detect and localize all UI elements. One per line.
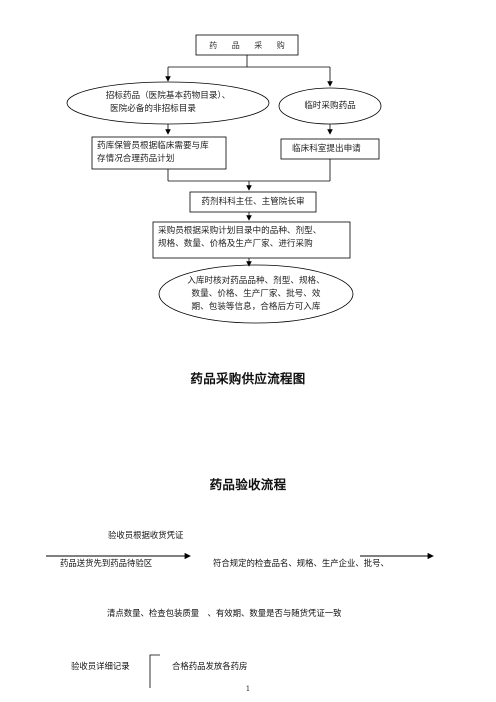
left-ellipse-label: 招标药品（医院基本药物目录）、 医院必备的非招标目录 xyxy=(70,90,266,116)
step4: 验收员详细记录 xyxy=(71,661,130,671)
right-rect-label: 临床科室提出申请 xyxy=(292,144,361,154)
inbound-line3: 期、包装等信息，合格后方可入库 xyxy=(191,302,321,312)
left-ellipse-line1: 招标药品（医院基本药物目录）、 xyxy=(105,91,231,101)
purchase-box-line1: 采购员根据采购计划目录中的品种、剂型、 xyxy=(158,226,322,236)
right-ellipse-label: 临时采购药品 xyxy=(304,101,356,111)
left-rect-line2: 存情况合理药品计划 xyxy=(97,154,175,164)
purchase-box-label: 采购员根据采购计划目录中的品种、剂型、 规格、数量、价格及生产厂家、进行采购 xyxy=(158,225,348,251)
left-ellipse-line2: 医院必备的非招标目录 xyxy=(110,104,196,114)
inbound-line1: 入库时核对药品品种、剂型、规格、 xyxy=(187,276,325,286)
top-box-label: 药 品 采 购 xyxy=(209,41,291,50)
approve-box-label: 药剂科科主任、主管院长审 xyxy=(201,197,305,207)
step-above: 验收员根据收货凭证 xyxy=(108,530,184,540)
step1: 药品送货先到药品待验区 xyxy=(60,558,153,568)
inbound-line2: 数量、价格、生产厂家、批号、效 xyxy=(191,289,321,299)
purchase-box xyxy=(152,221,351,259)
purchase-box-line2: 规格、数量、价格及生产厂家、进行采购 xyxy=(158,239,313,249)
inbound-ellipse-label: 入库时核对药品品种、剂型、规格、 数量、价格、生产厂家、批号、效 期、包装等信息… xyxy=(170,275,342,314)
step3: 清点数量、检查包装质量 、有效期、数量是否与随货凭证一致 xyxy=(107,608,342,618)
inbound-ellipse xyxy=(158,264,354,324)
approve-box xyxy=(189,191,317,213)
left-rect-label: 药库保管员根据临床需要与库 存情况合理药品计划 xyxy=(97,140,225,166)
step5: 合格药品发放各药房 xyxy=(172,661,248,671)
chart2-title: 药品验收流程 xyxy=(209,477,287,492)
step2: 符合规定的检查品名、规格、生产企业、批号、 xyxy=(213,558,389,568)
left-rect xyxy=(91,136,227,170)
chart1-title: 药品采购供应流程图 xyxy=(190,371,306,386)
left-rect-line1: 药库保管员根据临床需要与库 xyxy=(97,141,209,151)
page-number: 1 xyxy=(245,685,251,693)
